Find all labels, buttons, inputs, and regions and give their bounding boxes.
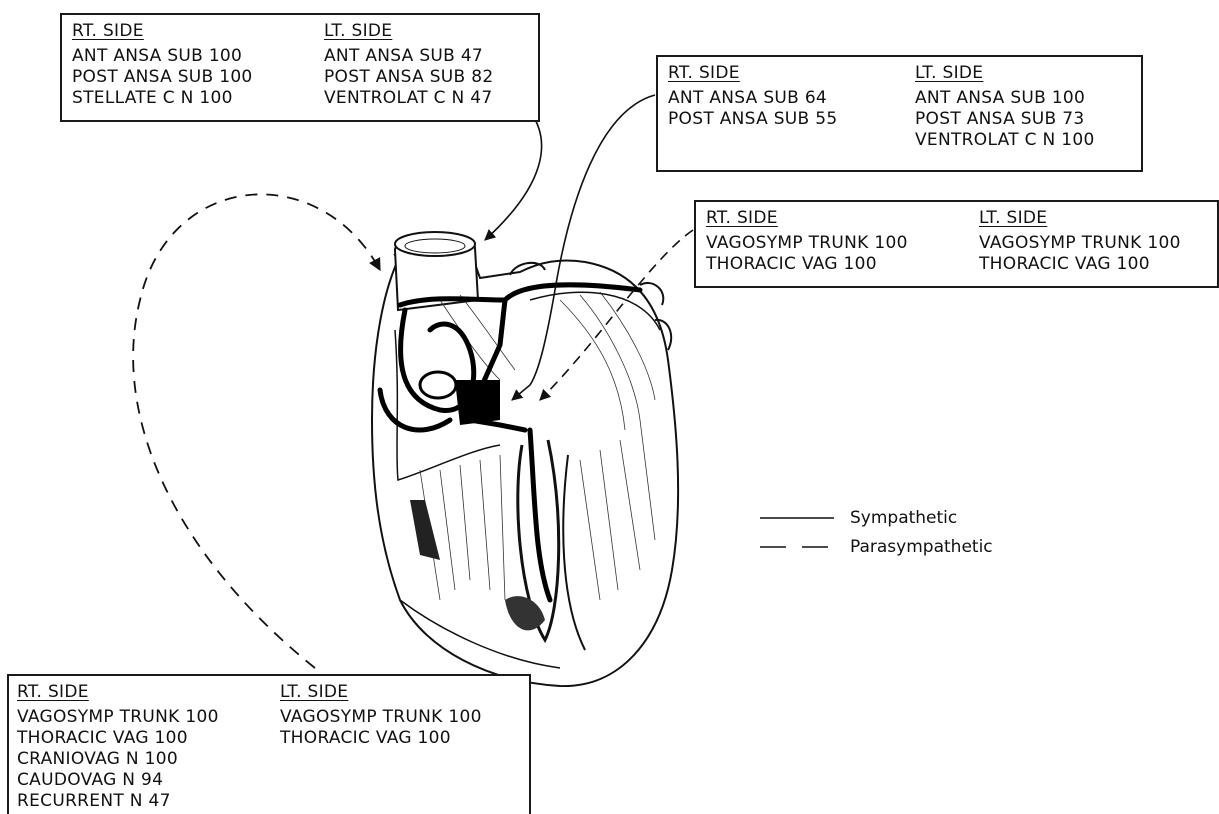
legend-label: Sympathetic xyxy=(850,508,957,528)
dashed-line-swatch xyxy=(760,545,840,549)
box-line: VAGOSYMP TRUNK 100 xyxy=(280,707,482,728)
lt-side-heading: LT. SIDE xyxy=(979,208,1181,229)
lt-side-heading: LT. SIDE xyxy=(324,21,493,42)
box-top-right: RT. SIDE ANT ANSA SUB 64 POST ANSA SUB 5… xyxy=(656,55,1143,172)
box-bottom-left: RT. SIDE VAGOSYMP TRUNK 100 THORACIC VAG… xyxy=(7,674,531,814)
box-line: VAGOSYMP TRUNK 100 xyxy=(17,707,219,728)
box-line: POST ANSA SUB 100 xyxy=(72,67,253,88)
rt-side-heading: RT. SIDE xyxy=(72,21,253,42)
box-line: ANT ANSA SUB 47 xyxy=(324,46,493,67)
box-line: CRANIOVAG N 100 xyxy=(17,749,219,770)
box-line: POST ANSA SUB 73 xyxy=(915,109,1095,130)
box-line: ANT ANSA SUB 64 xyxy=(668,88,837,109)
box-line: ANT ANSA SUB 100 xyxy=(915,88,1095,109)
box-line: VAGOSYMP TRUNK 100 xyxy=(706,233,908,254)
connector-top-right xyxy=(512,95,655,400)
box-line: THORACIC VAG 100 xyxy=(979,254,1181,275)
box-line: THORACIC VAG 100 xyxy=(280,728,482,749)
legend-label: Parasympathetic xyxy=(850,537,993,557)
box-line: ANT ANSA SUB 100 xyxy=(72,46,253,67)
solid-line-swatch xyxy=(760,516,840,520)
box-line: THORACIC VAG 100 xyxy=(706,254,908,275)
box-line: VENTROLAT C N 47 xyxy=(324,88,493,109)
connector-bottom-left xyxy=(133,194,380,668)
box-line: POST ANSA SUB 82 xyxy=(324,67,493,88)
aorta-opening xyxy=(395,232,475,256)
box-line: POST ANSA SUB 55 xyxy=(668,109,837,130)
rt-side-heading: RT. SIDE xyxy=(17,682,219,703)
rt-side-heading: RT. SIDE xyxy=(668,63,837,84)
box-line: THORACIC VAG 100 xyxy=(17,728,219,749)
lt-side-heading: LT. SIDE xyxy=(915,63,1095,84)
box-line: VENTROLAT C N 100 xyxy=(915,130,1095,151)
box-line: VAGOSYMP TRUNK 100 xyxy=(979,233,1181,254)
connector-top-left xyxy=(485,102,542,240)
lt-side-heading: LT. SIDE xyxy=(280,682,482,703)
box-top-left: RT. SIDE ANT ANSA SUB 100 POST ANSA SUB … xyxy=(60,13,540,122)
rt-side-heading: RT. SIDE xyxy=(706,208,908,229)
box-line: CAUDOVAG N 94 xyxy=(17,770,219,791)
box-middle-right: RT. SIDE VAGOSYMP TRUNK 100 THORACIC VAG… xyxy=(694,200,1219,288)
box-line: STELLATE C N 100 xyxy=(72,88,253,109)
box-line: RECURRENT N 47 xyxy=(17,791,219,812)
